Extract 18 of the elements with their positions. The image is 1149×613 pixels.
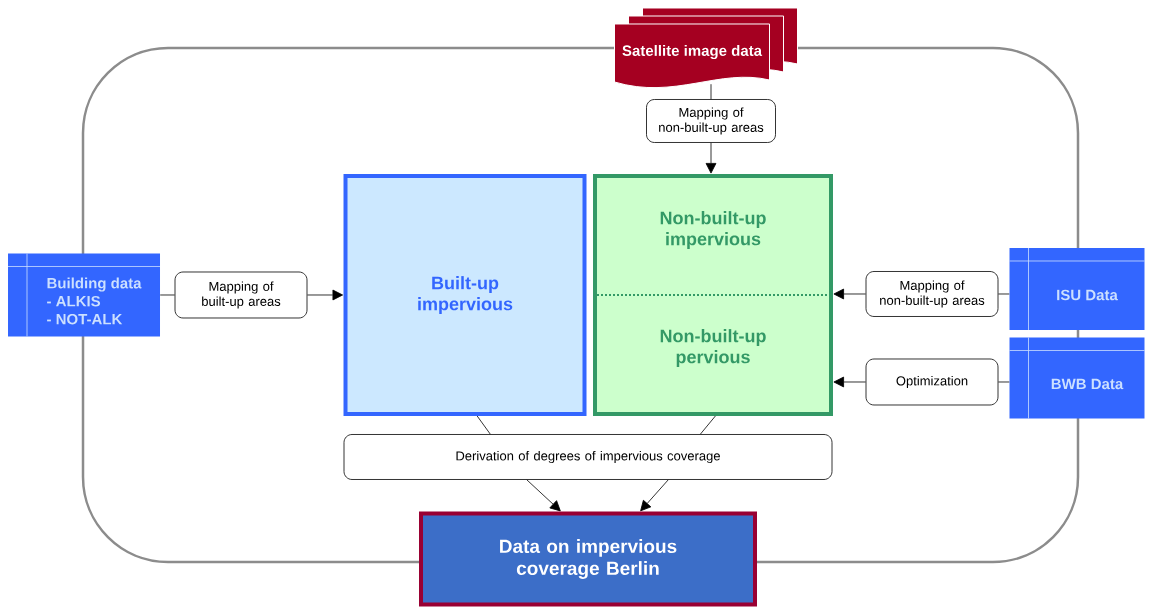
arrow [640,479,669,512]
data-store: BWB Data [1009,337,1145,419]
process-box: Mapping of built-up areas [174,271,308,319]
arrow [307,289,343,301]
arrow [705,142,717,174]
process-box: Mapping of non-built-up areas [646,99,776,143]
document-stack: Satellite image data [614,7,798,89]
data-store: Building data - ALKIS - NOT-ALK [7,253,161,337]
arrow [526,479,561,512]
area-box: Built-up impervious [343,174,587,416]
data-store: ISU Data [1009,247,1145,331]
area-box: Non-built-up impervious Non-built-up pervious [593,174,833,416]
arrow [833,376,866,388]
process-box: Derivation of degrees of impervious coverage [343,434,833,480]
result-box: Data on impervious coverage Berlin [419,511,757,607]
process-box: Optimization [865,358,999,406]
arrow [833,288,866,300]
process-box: Mapping of non-built-up areas [865,271,999,317]
